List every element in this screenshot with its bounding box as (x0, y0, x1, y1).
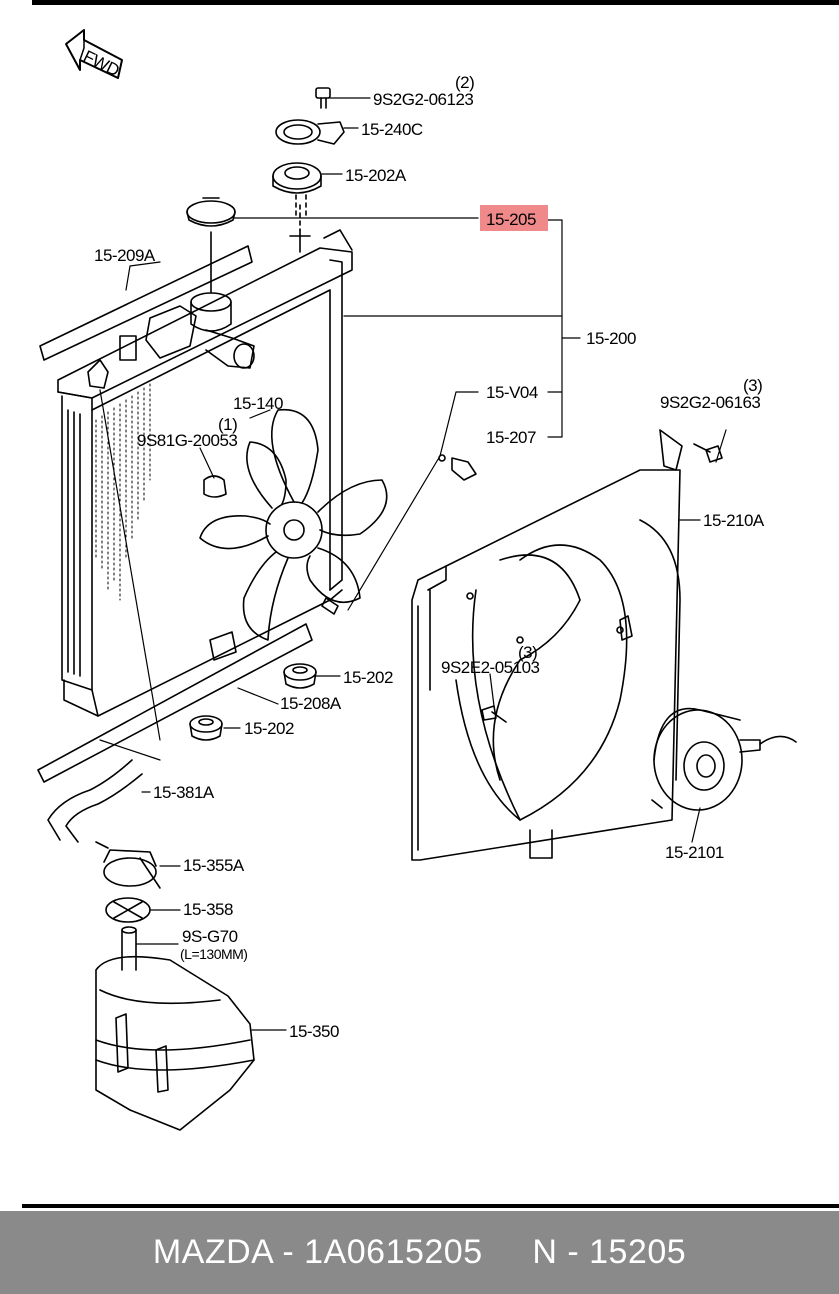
fan-icon (199, 408, 388, 641)
label-15-140: 15-140 (233, 394, 283, 413)
label-15-200: 15-200 (586, 329, 636, 348)
hose-icon (47, 389, 161, 843)
highlight-box (480, 205, 548, 231)
label-15-210a: 15-210A (703, 511, 765, 530)
reservoir-tank-icon (95, 955, 255, 1131)
seal-icon (105, 897, 151, 923)
label-q3a: (3) (743, 376, 762, 395)
grommet-icon (189, 715, 223, 741)
radiator-icon (57, 229, 353, 717)
label-15-205: 15-205 (486, 210, 536, 229)
label-15-208a: 15-208A (280, 694, 342, 713)
grommet-icon (283, 663, 317, 689)
label-9s-g70: 9S-G70 (182, 927, 238, 946)
label-9s2e2-05103: 9S2E2-05103 (441, 658, 540, 677)
label-15-350: 15-350 (289, 1022, 339, 1041)
label-q3b: (3) (518, 643, 537, 662)
fwd-arrow-icon (65, 29, 123, 79)
reservoir-cap-icon (95, 841, 161, 889)
label-15-209a: 15-209A (94, 246, 156, 265)
label-q1: (1) (218, 415, 237, 434)
label-15-207: 15-207 (486, 428, 536, 447)
label-9s2g2-06123: 9S2G2-06123 (373, 90, 473, 109)
sensor-icon (451, 457, 477, 481)
top-border (32, 0, 839, 5)
grommet-icon (272, 162, 322, 194)
footer-bar: MAZDA - 1A0615205 N - 15205 (0, 1211, 839, 1294)
label-length: (L=130MM) (180, 946, 247, 962)
label-15-202-top: 15-202 (343, 668, 393, 687)
label-15-v04: 15-V04 (486, 383, 538, 402)
parts-diagram: FWD (2) 9S2G2-06123 15-240C 15-202A 15-2… (37, 29, 797, 1131)
label-q2: (2) (455, 73, 474, 92)
bolt-icon (481, 705, 507, 723)
label-15-2101: 15-2101 (665, 843, 724, 862)
clamp-icon (275, 119, 345, 145)
footer-text: MAZDA - 1A0615205 N - 15205 (152, 1233, 687, 1271)
fan-motor-icon (651, 707, 797, 811)
fan-shroud-icon (411, 429, 683, 861)
label-9s2g2-06163: 9S2G2-06163 (660, 393, 760, 412)
fwd-label: FWD (80, 47, 122, 80)
label-15-240c: 15-240C (361, 120, 423, 139)
bottom-border (22, 1204, 839, 1208)
label-9s81g-20053: 9S81G-20053 (137, 431, 237, 450)
filler-neck-icon (145, 292, 255, 369)
label-15-202-bottom: 15-202 (244, 719, 294, 738)
bolt-icon (693, 443, 723, 463)
label-15-358: 15-358 (183, 900, 233, 919)
bolt-icon (315, 87, 331, 109)
label-15-381a: 15-381A (153, 783, 215, 802)
radiator-cap-icon (186, 197, 236, 227)
label-15-355a: 15-355A (183, 856, 245, 875)
label-15-202a: 15-202A (345, 166, 407, 185)
